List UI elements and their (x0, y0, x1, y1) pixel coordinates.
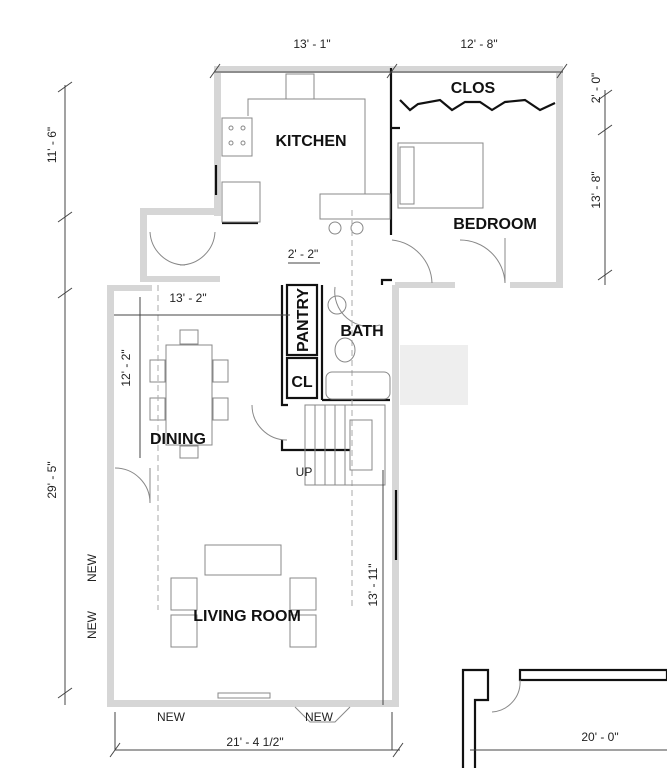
living-furniture (170, 544, 351, 723)
stairs-up-label: UP (296, 465, 313, 479)
dim-overall-width: 21' - 4 1/2" (226, 735, 283, 749)
room-label-kitchen: KITCHEN (275, 133, 346, 150)
room-label-cl: CL (291, 374, 313, 391)
dim-pantry-width: 2' - 2" (288, 247, 319, 261)
room-label-living: LIVING ROOM (193, 608, 301, 625)
dim-bedroom-width: 12' - 8" (460, 37, 497, 51)
dim-kitchen-depth: 11' - 6" (45, 127, 59, 163)
dining-table (114, 285, 290, 610)
dim-closet-depth: 2' - 0" (589, 73, 603, 104)
dim-living-depth: 13' - 11" (366, 563, 380, 606)
new-window-label: NEW (85, 553, 99, 582)
dim-overall-depth: 29' - 5" (45, 461, 59, 498)
bath-fixtures (325, 295, 391, 400)
partitions (214, 68, 400, 560)
new-window-label: NEW (157, 710, 186, 724)
dim-bedroom-depth: 13' - 8" (589, 171, 603, 208)
kitchen-fixtures (221, 73, 391, 610)
door-swings (114, 231, 506, 504)
walls (107, 66, 563, 707)
adjacent-building (461, 668, 667, 768)
dim-dining-depth: 12' - 2" (119, 349, 133, 386)
room-label-pantry: PANTRY (295, 288, 312, 352)
room-label-dining: DINING (150, 431, 206, 448)
stairs (304, 404, 386, 486)
room-label-closet: CLOS (451, 80, 496, 97)
bifold-doors (399, 98, 556, 112)
room-label-bath: BATH (340, 323, 383, 340)
dim-adjacent-width: 20' - 0" (581, 730, 618, 744)
bed (397, 142, 484, 209)
new-window-label: NEW (85, 610, 99, 639)
dimension-lines (57, 63, 613, 758)
room-label-bedroom: BEDROOM (453, 216, 537, 233)
dim-kitchen-width: 13' - 1" (293, 37, 330, 51)
new-window-label: NEW (305, 710, 334, 724)
dim-dining-width: 13' - 2" (169, 291, 206, 305)
